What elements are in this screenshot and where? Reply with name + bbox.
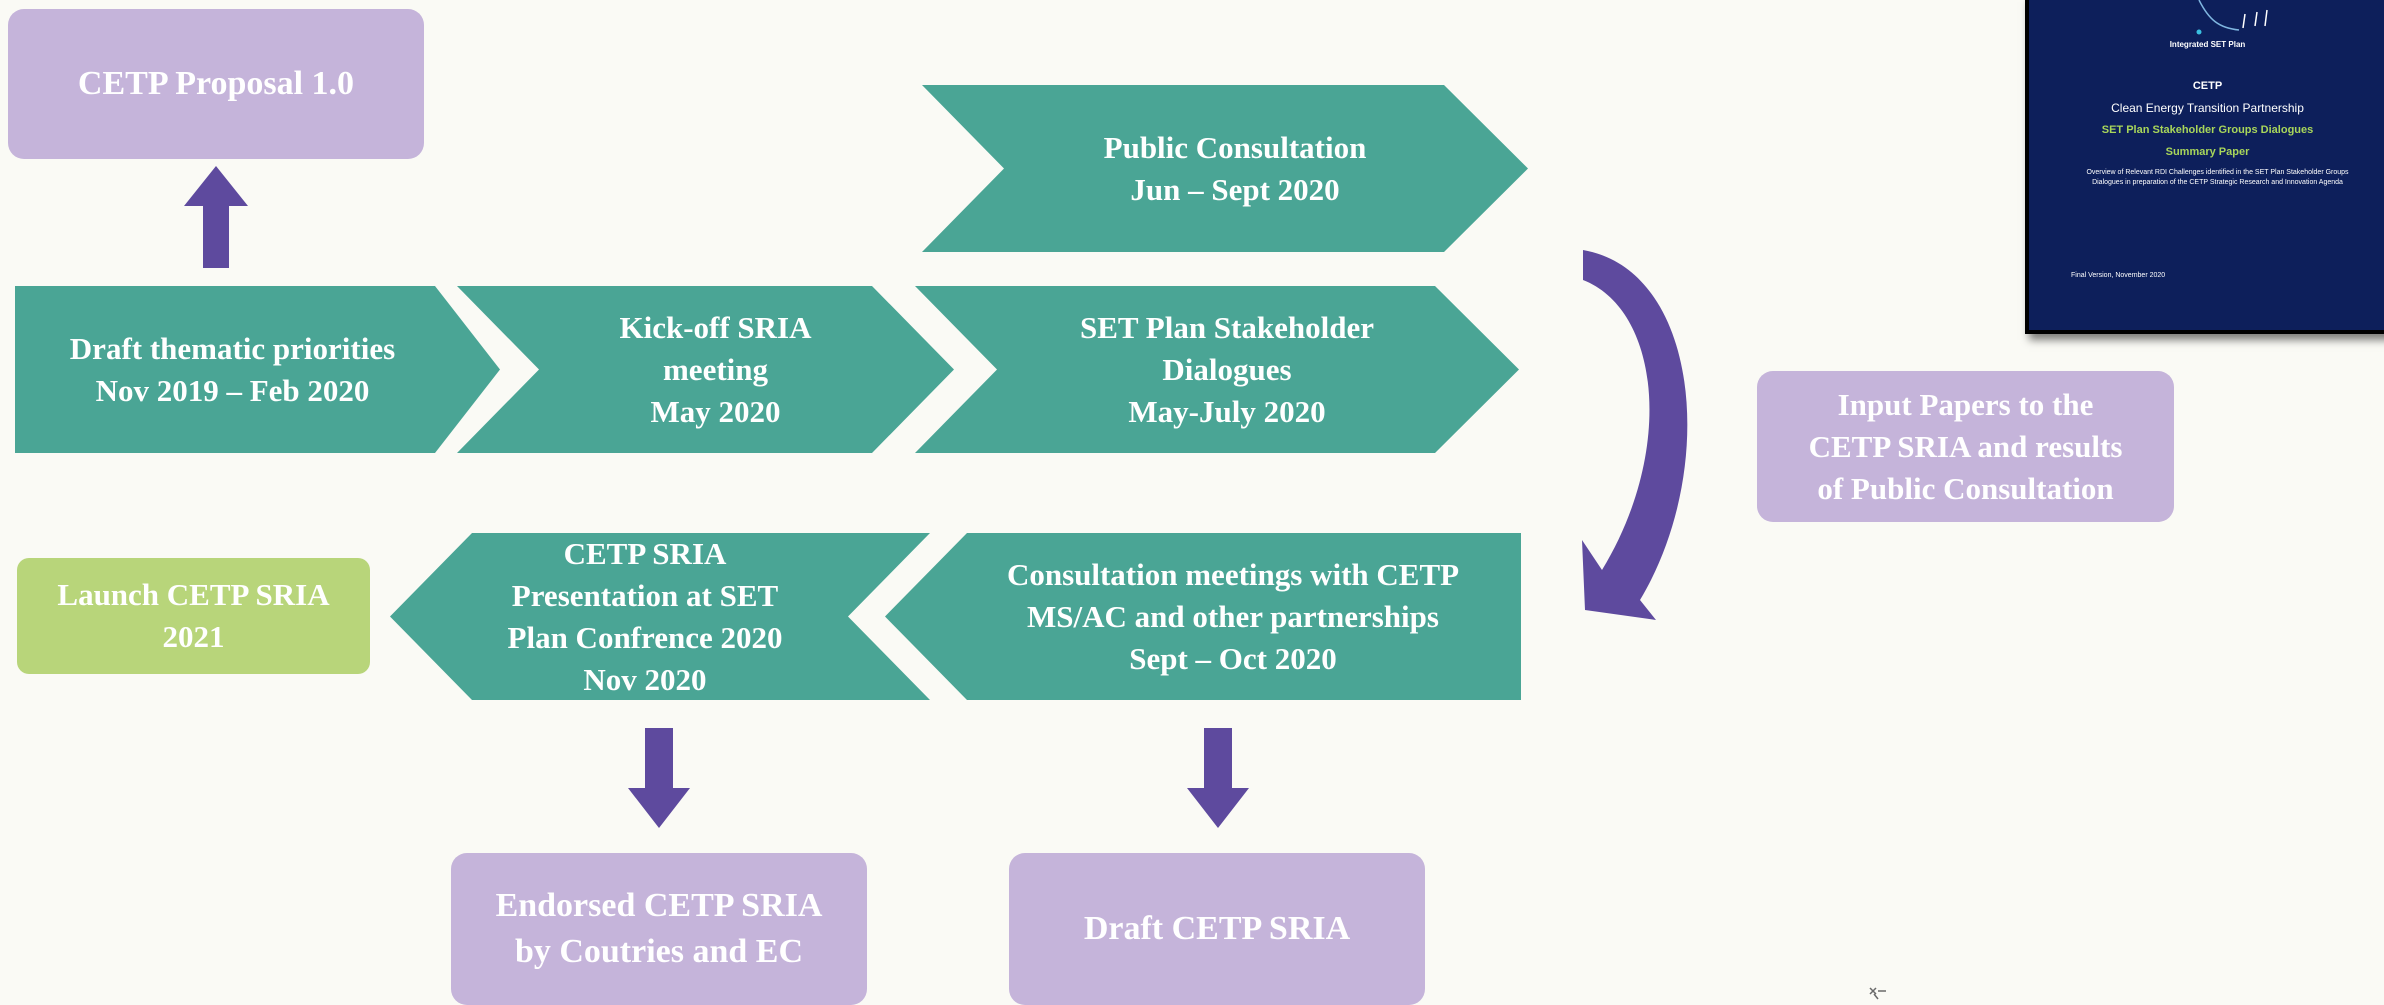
- down-arrow-icon: [1187, 728, 1249, 828]
- draft-priorities-dates: Nov 2019 – Feb 2020: [95, 372, 370, 408]
- presentation-subtitle: Presentation at SET: [511, 577, 779, 613]
- kickoff-step: Kick-off SRIA meeting May 2020: [457, 286, 954, 453]
- endorsed-sria-title: Endorsed CETP SRIA: [495, 887, 823, 924]
- kickoff-date: May 2020: [650, 393, 781, 429]
- curved-arrow-icon: [1582, 250, 1688, 620]
- cover-diagram-label: Integrated SET Plan: [2169, 40, 2246, 49]
- cover-description: Overview of Relevant RDI Challenges iden…: [2086, 169, 2349, 186]
- kickoff-subtitle: meeting: [662, 351, 769, 387]
- public-consultation-step: Public Consultation Jun – Sept 2020: [922, 85, 1528, 252]
- consultation-meetings-title: Consultation meetings with CETP: [1006, 556, 1460, 592]
- cover-subtitle: SET Plan Stakeholder Groups Dialogues: [2101, 124, 2314, 136]
- public-consultation-dates: Jun – Sept 2020: [1130, 171, 1340, 207]
- consultation-meetings-subtitle: MS/AC and other partnerships: [1027, 598, 1439, 634]
- cetp-proposal-label: CETP Proposal 1.0: [77, 65, 355, 102]
- report-cover-image: Integrated SET Plan CETP Clean Energy Tr…: [2025, 0, 2384, 334]
- presentation-event: Plan Confrence 2020: [507, 619, 783, 655]
- cover-version: Final Version, November 2020: [2071, 272, 2166, 279]
- cetp-proposal-box: CETP Proposal 1.0: [8, 9, 424, 159]
- stakeholder-dialogues-dates: May-July 2020: [1128, 393, 1326, 429]
- consultation-meetings-dates: Sept – Oct 2020: [1129, 640, 1337, 676]
- stakeholder-dialogues-title: SET Plan Stakeholder: [1079, 309, 1374, 345]
- stakeholder-dialogues-step: SET Plan Stakeholder Dialogues May-July …: [915, 286, 1519, 453]
- kickoff-title: Kick-off SRIA: [619, 309, 812, 345]
- launch-box: Launch CETP SRIA 2021: [17, 558, 370, 674]
- presentation-date: Nov 2020: [583, 661, 707, 697]
- draft-priorities-step: Draft thematic priorities Nov 2019 – Feb…: [15, 286, 500, 453]
- draft-sria-label: Draft CETP SRIA: [1083, 910, 1351, 947]
- launch-year: 2021: [162, 619, 225, 654]
- launch-title: Launch CETP SRIA: [57, 577, 330, 612]
- consultation-meetings-step: Consultation meetings with CETP MS/AC an…: [885, 533, 1521, 700]
- input-papers-line-3: of Public Consultation: [1817, 470, 2114, 506]
- down-arrow-icon: [628, 728, 690, 828]
- draft-priorities-title: Draft thematic priorities: [69, 330, 396, 366]
- endorsed-sria-box: Endorsed CETP SRIA by Coutries and EC: [451, 853, 867, 1005]
- cover-acronym: CETP: [2192, 80, 2223, 92]
- cover-paper-type: Summary Paper: [2165, 146, 2250, 158]
- up-arrow-icon: [184, 166, 248, 268]
- cover-name: Clean Energy Transition Partnership: [2111, 101, 2304, 115]
- input-papers-box: Input Papers to the CETP SRIA and result…: [1757, 371, 2174, 522]
- set-plan-diagram-icon: [2196, 0, 2268, 35]
- input-papers-line-1: Input Papers to the: [1837, 386, 2094, 422]
- decorative-mark-icon: [1869, 987, 1886, 1000]
- endorsed-sria-subtitle: by Coutries and EC: [514, 933, 804, 970]
- presentation-title: CETP SRIA: [563, 535, 727, 571]
- input-papers-line-2: CETP SRIA and results: [1808, 428, 2123, 464]
- draft-sria-box: Draft CETP SRIA: [1009, 853, 1425, 1005]
- presentation-step: CETP SRIA Presentation at SET Plan Confr…: [390, 533, 930, 700]
- stakeholder-dialogues-subtitle: Dialogues: [1162, 351, 1292, 387]
- public-consultation-title: Public Consultation: [1103, 129, 1367, 165]
